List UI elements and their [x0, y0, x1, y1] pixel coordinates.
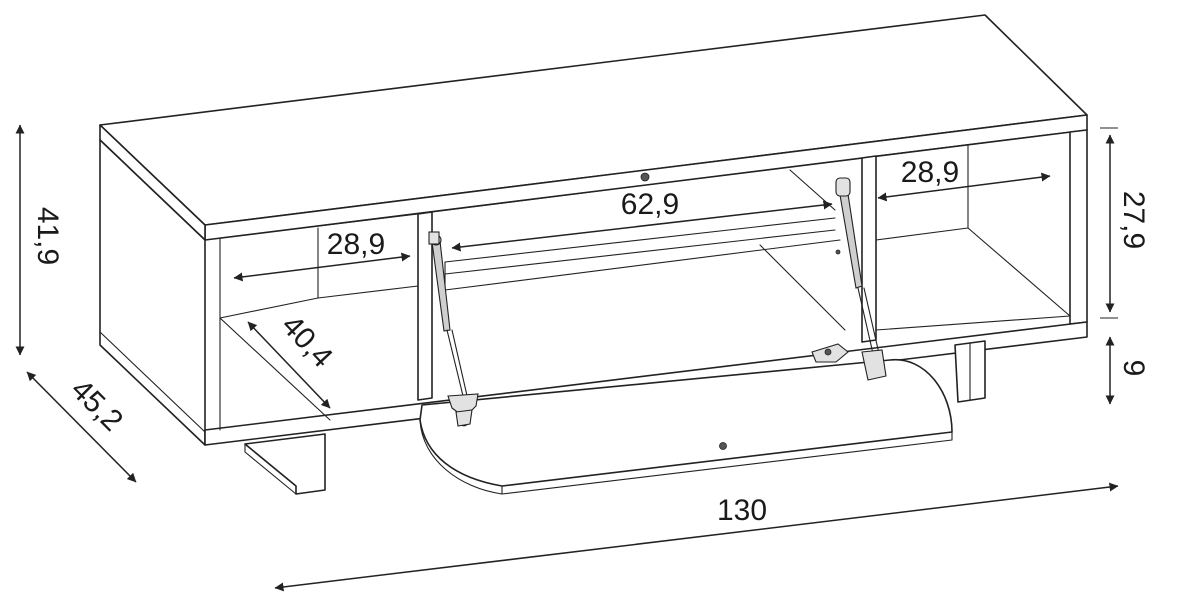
dim-label-left-niche-width: 28,9: [327, 228, 385, 261]
right-niche: [875, 131, 1071, 331]
left-divider: [417, 211, 433, 401]
dimension-left-niche-width: 28,9: [233, 228, 411, 282]
dim-label-leg-height: 9: [1117, 360, 1150, 377]
door-catch-hole: [640, 172, 650, 182]
dimension-right-niche-width: 28,9: [877, 156, 1051, 202]
dimension-leg-height: 9: [1105, 336, 1150, 405]
dim-label-right-niche-width: 28,9: [901, 156, 959, 189]
dimension-height-total: 41,9: [15, 124, 64, 356]
top-panel-surface: [99, 14, 1088, 226]
right-hinge: [861, 349, 887, 381]
dimension-niche-depth: 40,4: [247, 309, 339, 409]
door-handle-hole: [719, 442, 727, 450]
dimension-inner-height: 27,9: [1100, 127, 1150, 319]
dim-label-height-total: 41,9: [31, 207, 64, 265]
left-gas-strut: [428, 231, 479, 427]
dim-label-depth-total: 45,2: [64, 373, 129, 438]
dim-label-inner-height: 27,9: [1117, 191, 1150, 249]
dim-label-niche-depth: 40,4: [275, 309, 339, 374]
dimension-depth-total: 45,2: [26, 371, 137, 483]
cabinet: [99, 14, 1088, 495]
dim-label-center-width: 62,9: [621, 188, 679, 221]
right-side-panel: [1069, 129, 1088, 325]
dimension-center-width: 62,9: [451, 188, 833, 252]
flap-door: [419, 359, 953, 495]
right-gas-strut: [811, 177, 887, 381]
dimension-width-total: 130: [274, 482, 1119, 592]
left-niche: [219, 213, 419, 431]
dim-label-width-total: 130: [717, 494, 767, 527]
